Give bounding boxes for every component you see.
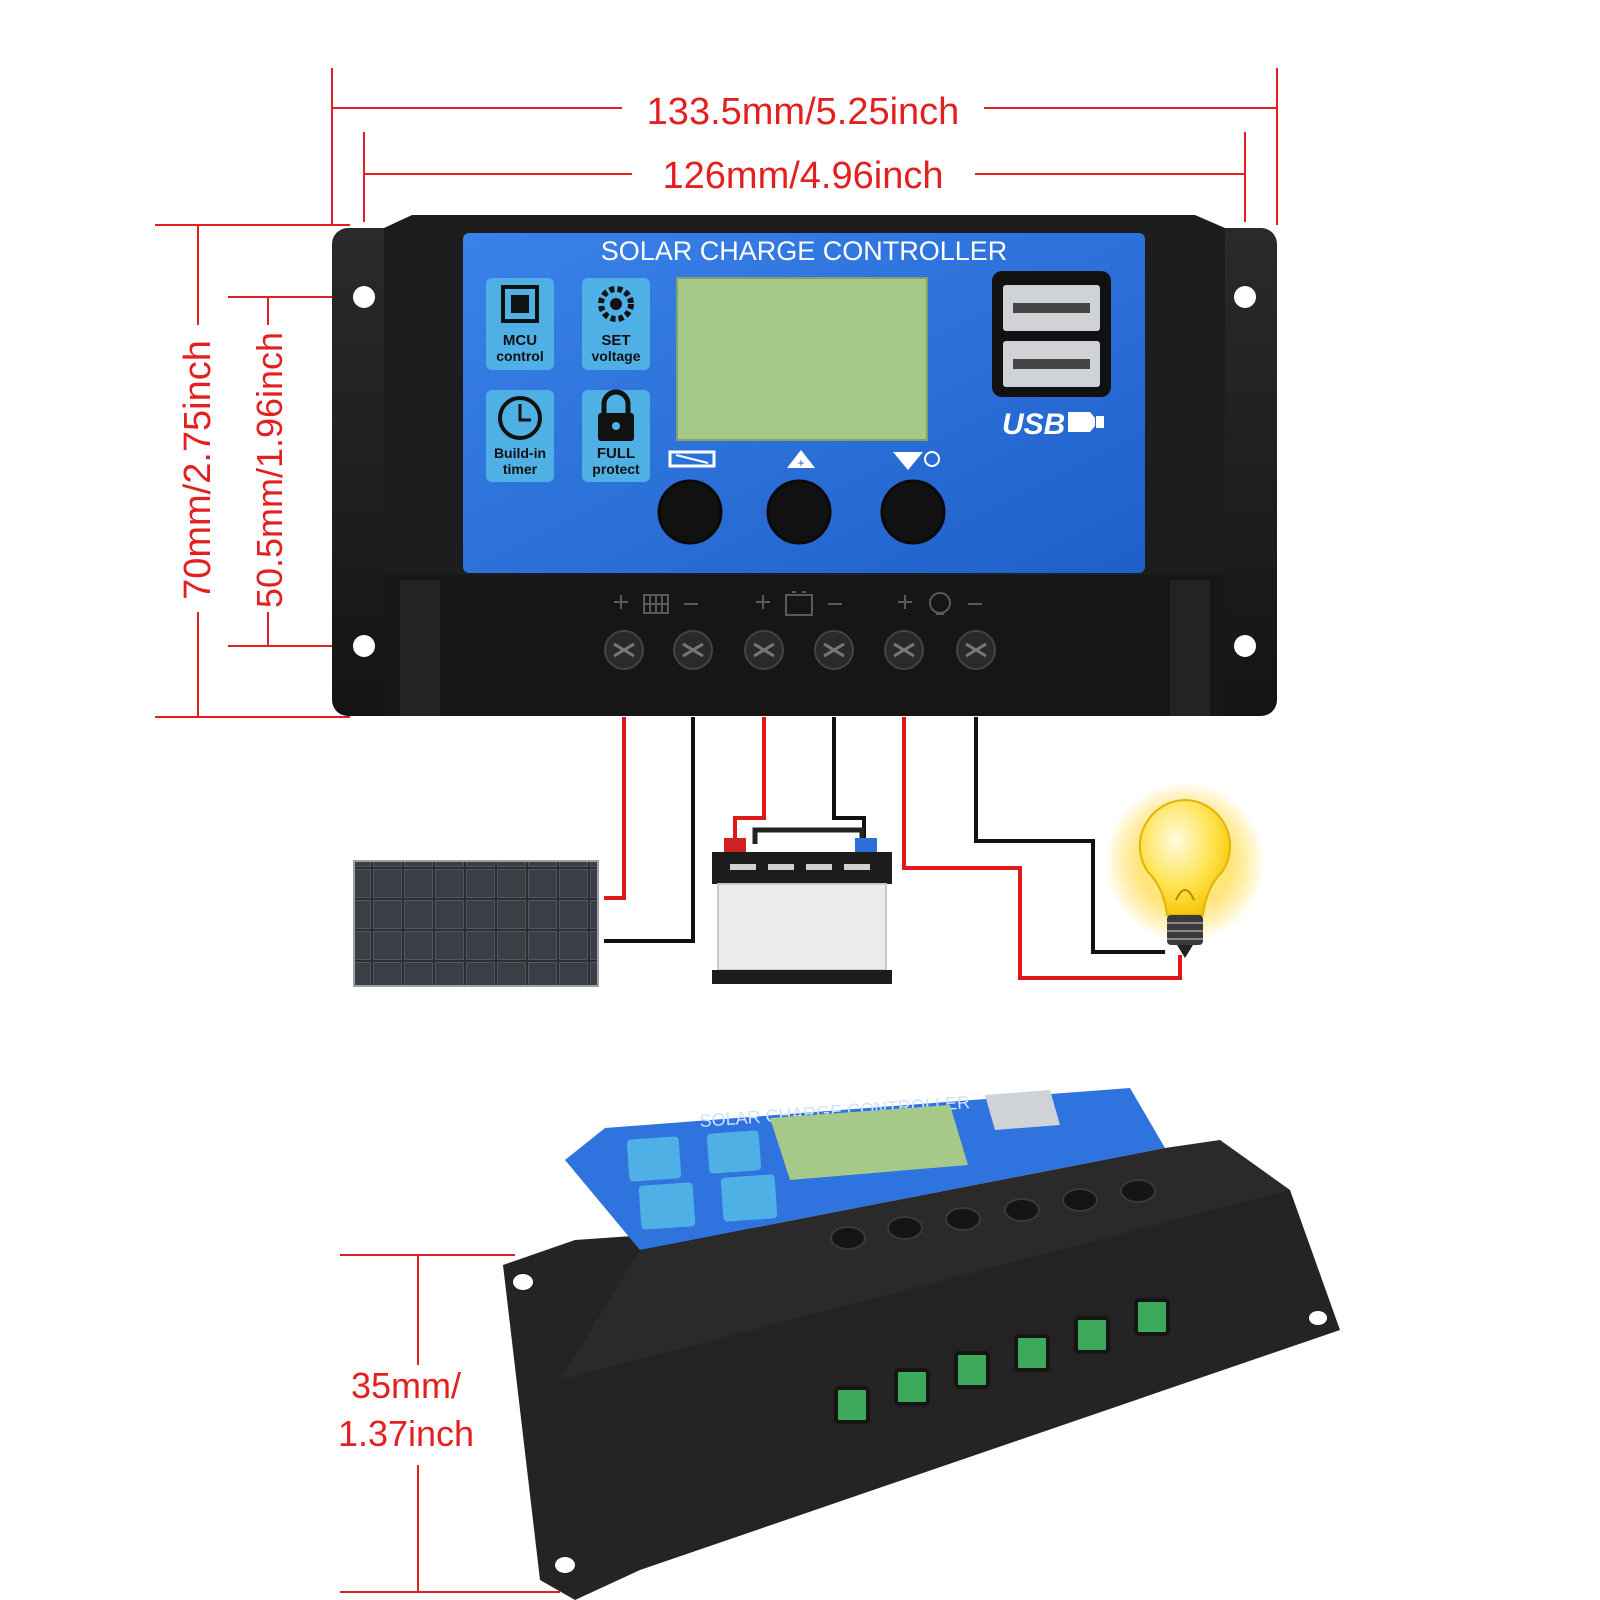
feature-line2: timer — [503, 461, 538, 477]
screw-terminals — [604, 630, 996, 670]
feature-build-in-timer: Build-in timer — [486, 390, 554, 482]
usb-plug-icon — [1068, 412, 1104, 432]
load-terminal-icon — [898, 592, 982, 615]
mount-hole-bottom-right — [1234, 635, 1256, 657]
controller-title: SOLAR CHARGE CONTROLLER — [601, 236, 1008, 266]
menu-icon — [668, 450, 716, 468]
feature-full-protect: FULL protect — [582, 389, 650, 482]
solar-panel — [353, 860, 599, 987]
battery-negative-post — [855, 838, 877, 852]
terminal-solar-positive[interactable] — [604, 630, 644, 670]
terminal-solar-negative[interactable] — [673, 630, 713, 670]
feature-line2: control — [496, 348, 543, 364]
feature-line1: Build-in — [494, 445, 546, 461]
up-button[interactable] — [766, 479, 832, 545]
solar-panel-terminal-icon — [614, 594, 698, 614]
battery-negative-wire — [832, 717, 866, 845]
outer-width-label: 133.5mm/5.25inch — [647, 91, 960, 133]
clock-icon — [498, 396, 542, 440]
mount-hole-top-right — [1234, 286, 1256, 308]
feature-line1: SET — [601, 332, 630, 349]
usb-label: USB — [1002, 408, 1065, 441]
down-button[interactable] — [880, 479, 946, 545]
usb-port-block — [992, 271, 1111, 397]
solar-negative-wire — [604, 717, 695, 943]
battery-positive-wire — [733, 717, 766, 845]
feature-mcu-control: MCU control — [486, 278, 554, 370]
terminal-load-negative[interactable] — [956, 630, 996, 670]
depth-label-line1: 35mm/ — [351, 1365, 461, 1406]
terminal-load-positive[interactable] — [884, 630, 924, 670]
controller-front-view: SOLAR CHARGE CONTROLLER MCU control SET … — [332, 215, 1277, 716]
feature-line1: FULL — [597, 445, 635, 462]
battery-positive-post — [724, 838, 746, 852]
outer-height-label: 70mm/2.75inch — [177, 340, 219, 600]
inner-height-label: 50.5mm/1.96inch — [249, 332, 290, 608]
depth-label-line2: 1.37inch — [338, 1413, 474, 1454]
dimension-lines — [155, 68, 1278, 1593]
feature-line2: voltage — [591, 348, 640, 364]
perspective-lcd — [770, 1105, 968, 1180]
mount-hole-top-left — [353, 286, 375, 308]
battery-terminal-icon — [756, 591, 842, 616]
light-bulb — [1105, 782, 1265, 958]
up-arrow-icon: + — [787, 450, 815, 470]
svg-text:+: + — [797, 456, 804, 470]
feature-set-voltage: SET voltage — [582, 278, 650, 370]
solar-positive-wire — [604, 717, 626, 900]
load-positive-wire — [902, 717, 1182, 980]
lock-icon — [598, 389, 634, 441]
perspective-usb — [985, 1090, 1060, 1130]
terminal-battery-negative[interactable] — [814, 630, 854, 670]
menu-button[interactable] — [657, 479, 723, 545]
down-arrow-bulb-icon — [893, 451, 940, 470]
gear-icon — [598, 286, 634, 322]
feature-line2: protect — [592, 461, 640, 477]
inner-width-label: 126mm/4.96inch — [663, 155, 944, 197]
lcd-display — [676, 277, 928, 441]
chip-icon — [501, 285, 539, 323]
feature-line1: MCU — [503, 332, 537, 349]
terminal-battery-positive[interactable] — [744, 630, 784, 670]
terminal-polarity-icons — [614, 591, 982, 616]
battery — [712, 827, 892, 984]
wiring — [604, 717, 1182, 980]
mount-hole-bottom-left — [353, 635, 375, 657]
terminal-strip — [384, 575, 1225, 716]
load-negative-wire — [974, 717, 1165, 954]
controller-perspective-view: SOLAR CHARGE CONTROLLER — [503, 1088, 1340, 1600]
